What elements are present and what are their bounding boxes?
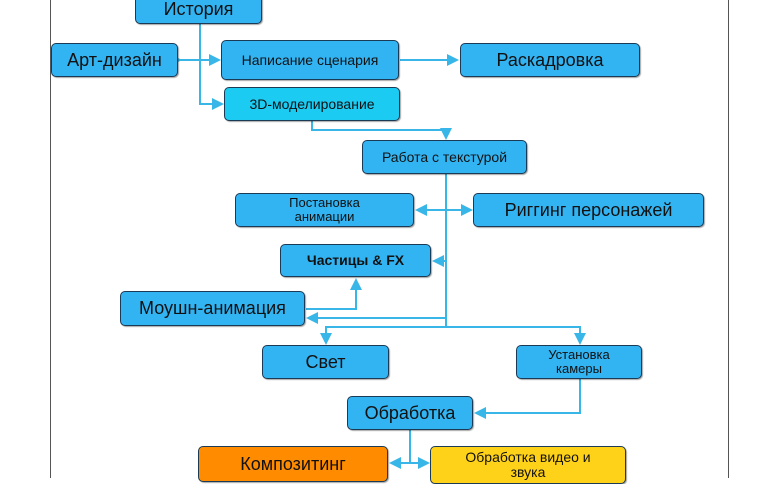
node-particles: Частицы & FX (280, 244, 431, 277)
edge-modeling-texturing (311, 121, 452, 140)
node-compositing: Композитинг (198, 446, 388, 482)
node-lighting: Свет (262, 345, 389, 379)
node-script: Написание сценария (221, 40, 399, 80)
edge-trunk-lighting (320, 326, 446, 345)
node-story: История (135, 0, 262, 24)
node-video-audio: Обработка видео и звука (430, 446, 626, 484)
edge-motion-particles (306, 278, 362, 310)
node-modeling: 3D-моделирование (224, 87, 400, 121)
node-rigging: Риггинг персонажей (473, 193, 704, 227)
node-storyboard: Раскадровка (460, 43, 640, 77)
node-texturing: Работа с текстурой (362, 140, 527, 174)
node-motion: Моушн-анимация (120, 291, 305, 326)
node-processing: Обработка (347, 396, 473, 430)
edge-story-modeling (199, 24, 224, 110)
edge-trunk-camera (446, 326, 586, 345)
node-animation-setup: Постановка анимации (235, 193, 414, 227)
connectors (170, 24, 586, 469)
node-art-design: Арт-дизайн (51, 43, 178, 77)
node-camera: Установка камеры (516, 345, 642, 379)
diagram-frame (50, 0, 729, 478)
edge-camera-processing (474, 379, 581, 419)
